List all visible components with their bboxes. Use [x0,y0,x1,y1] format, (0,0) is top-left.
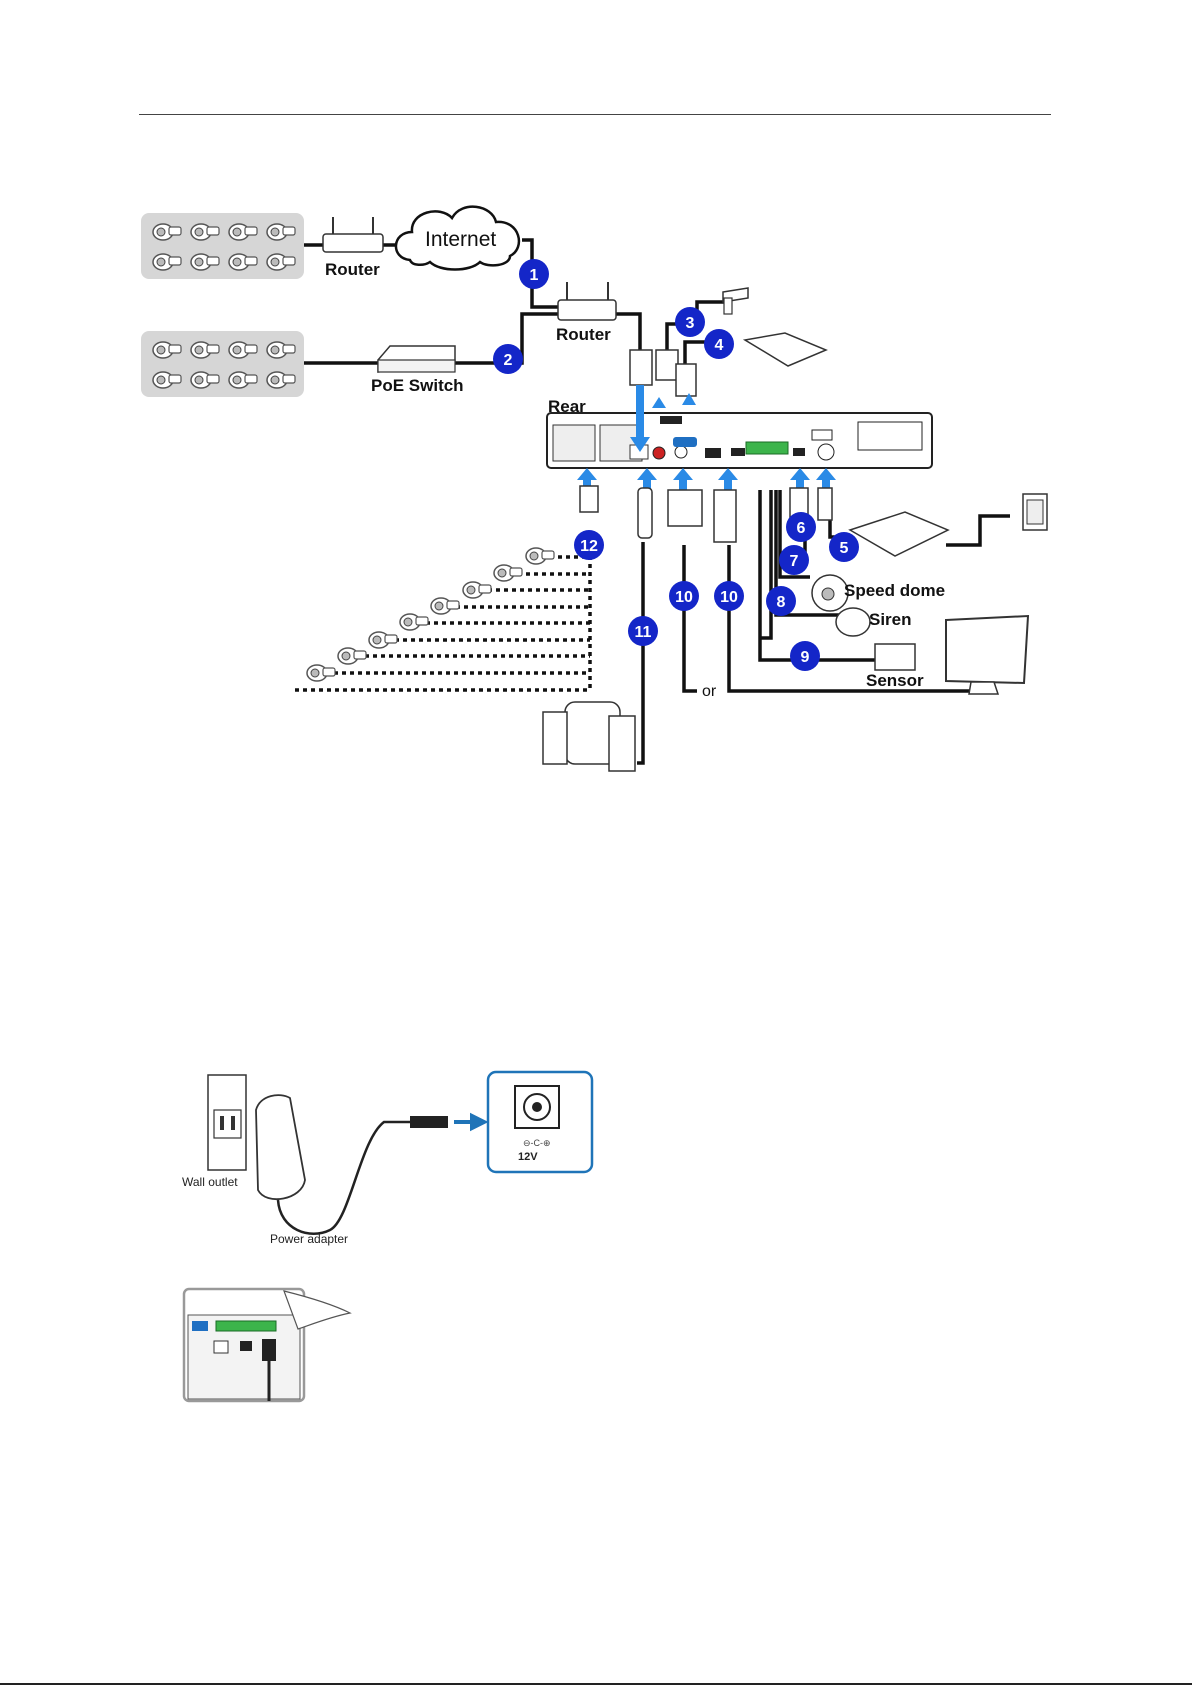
nvr-rear-panel [547,413,932,468]
monitor-icon [946,616,1028,694]
svg-text:3: 3 [686,315,695,332]
dc-jack-panel: ⊖-C-⊕ 12V [488,1072,592,1172]
siren-icon [836,608,870,636]
power-brick-icon [850,512,948,556]
speed-dome-label: Speed dome [844,581,945,600]
poe-switch-label: PoE Switch [371,376,464,395]
speed-dome-icon [812,575,848,611]
router-remote-icon [323,217,383,252]
svg-text:4: 4 [715,337,724,354]
camera-group-remote [141,213,304,279]
badge-3: 3 [675,307,705,337]
svg-text:12: 12 [580,538,598,555]
hard-drive-icon [745,333,826,366]
badge-12: 12 [574,530,604,560]
router-local-icon [558,282,616,320]
svg-text:10: 10 [720,589,738,606]
badge-4: 4 [704,329,734,359]
microphone-icon [723,288,748,314]
svg-text:9: 9 [801,649,810,666]
svg-text:7: 7 [790,553,799,570]
wall-outlet-label: Wall outlet [182,1175,238,1189]
internet-label: Internet [425,228,496,251]
speakers-icon [543,702,635,771]
svg-text:6: 6 [797,520,806,537]
svg-text:5: 5 [840,540,849,557]
badge-11: 11 [628,616,658,646]
svg-text:1: 1 [530,267,539,284]
badge-10b: 10 [714,581,744,611]
badge-6: 6 [786,512,816,542]
wall-socket-icon [1023,494,1047,530]
badge-7: 7 [779,545,809,575]
badge-10a: 10 [669,581,699,611]
power-adapter-label: Power adapter [270,1232,348,1246]
power-adapter-illustration: Wall outlet ⊖-C-⊕ 12V Power adapter [170,1060,620,1250]
camera-dotted-lines [295,540,590,690]
svg-text:10: 10 [675,589,693,606]
svg-text:⊖-C-⊕: ⊖-C-⊕ [523,1138,551,1148]
badge-5: 5 [829,532,859,562]
siren-label: Siren [869,610,912,629]
poe-switch-icon [378,346,455,372]
power-adapter-icon [256,1095,305,1199]
svg-text:8: 8 [777,594,786,611]
camera-group-poe [141,331,304,397]
power-insertion-closeup [180,1285,360,1420]
badge-2: 2 [493,344,523,374]
badge-1: 1 [519,259,549,289]
badge-8: 8 [766,586,796,616]
badge-9: 9 [790,641,820,671]
sensor-icon [875,644,915,670]
camera-chain [307,548,554,681]
plug-in-arrow-icon [454,1116,484,1128]
router-remote-label: Router [325,260,380,279]
nvr-connection-diagram: Router Router Internet PoE Switch [0,0,1192,800]
or-label: or [702,683,717,700]
dc-plug-icon [410,1116,448,1128]
voltage-label: 12V [518,1151,538,1163]
svg-text:11: 11 [635,624,652,641]
router-local-label: Router [556,325,611,344]
sensor-label: Sensor [866,671,924,690]
wall-outlet-icon [208,1075,246,1170]
svg-text:2: 2 [504,352,513,369]
